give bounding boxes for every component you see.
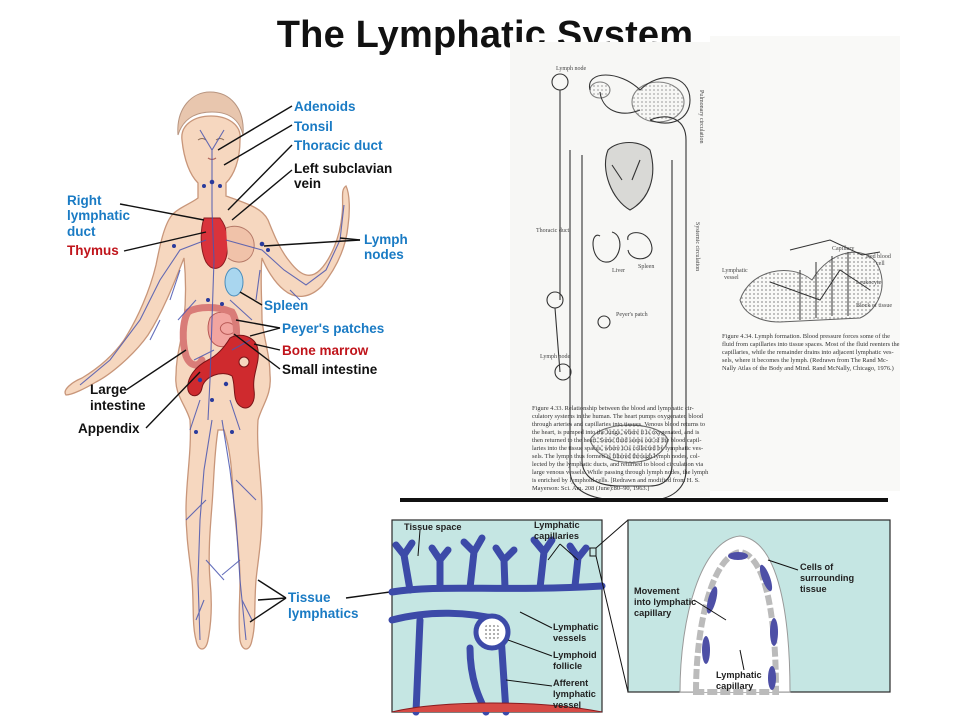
label-small-intestine: Small intestine: [282, 362, 378, 377]
tissue-lymphatics-diagram: Tissue space Lymphatic capillaries Lymph…: [388, 519, 606, 716]
label-right-lymphatic-2: lymphatic: [67, 208, 131, 223]
lymph-formation-diagram: [739, 239, 883, 323]
fig433-lymph-node-bottom: Lymph node: [540, 354, 571, 360]
figure-4-33: Lymph node Pulmonary circulation Thoraci…: [510, 42, 710, 501]
fig433-caption-line: lected by the lymphatic ducts, and retur…: [532, 461, 703, 468]
label-lymphatic-capillary: capillary: [716, 681, 754, 691]
fig433-caption-line: the heart, is pumped into the lungs, whe…: [532, 429, 700, 436]
tissue-leader-lines: [417, 529, 579, 687]
fig434-caption-line: sels, where it becomes the lymph. (Redra…: [722, 357, 888, 364]
fig434-caption-line: Figure 4.34. Lymph formation. Blood pres…: [722, 333, 890, 340]
label-appendix: Appendix: [78, 421, 140, 436]
label-movement: Movement: [634, 586, 679, 596]
capillary-detail-diagram: Cells of surrounding tissue Movement int…: [627, 519, 891, 695]
fig433-caption-line: through arteries and capillaries into ti…: [532, 421, 705, 428]
fig433-thoracic-duct: Thoracic duct: [536, 228, 569, 234]
label-tissue: Tissue: [288, 590, 331, 605]
label-tissue-space: Tissue space: [404, 522, 462, 532]
label-lymphatic-capillaries-2: capillaries: [534, 531, 579, 541]
label-adenoids: Adenoids: [294, 99, 356, 114]
label-lymphatic-vessels-2: vessels: [553, 633, 586, 643]
fig434-lymphatic: Lymphatic: [722, 268, 748, 274]
label-large-intestine: intestine: [90, 398, 146, 413]
spleen: [224, 267, 244, 297]
label-right-lymphatic: Right: [67, 193, 102, 208]
fig433-caption-line: culatory systems in the human. The heart…: [532, 413, 704, 420]
fig434-leukocyte: Leukocyte: [856, 280, 882, 286]
lymph-nodes: [172, 179, 270, 434]
label-lymphoid-follicle-2: follicle: [553, 661, 582, 671]
label-thoracic-duct: Thoracic duct: [294, 138, 383, 153]
label-afferent-3: vessel: [553, 700, 581, 710]
label-right-lymphatic-duct: duct: [67, 224, 96, 239]
fig433-spleen: Spleen: [638, 264, 654, 270]
label-thymus: Thymus: [67, 243, 119, 258]
label-capillary: capillary: [634, 608, 672, 618]
fig434-caption-line: fluid from capillaries into tissue space…: [722, 341, 900, 348]
label-lymphoid-follicle: Lymphoid: [553, 650, 597, 660]
fig433-liver: Liver: [612, 268, 625, 274]
circulation-diagram: [546, 73, 691, 501]
lymphatic-capillary-branches: [388, 534, 606, 716]
figure-4-34-caption: Figure 4.34. Lymph formation. Blood pres…: [722, 333, 900, 372]
label-cells-of: Cells of: [800, 562, 834, 572]
figure-4-34: Capillary Red blood cell Lymphatic vesse…: [710, 36, 900, 491]
capillary-leader-lines: [693, 559, 799, 671]
fig434-block-of-tissue: Block of tissue: [856, 302, 892, 309]
fig433-lymph-node-top: Lymph node: [556, 66, 587, 72]
figure-4-33-background: [510, 42, 710, 497]
label-surrounding: surrounding: [800, 573, 854, 583]
label-peyers-patches: Peyer's patches: [282, 321, 384, 336]
human-body-illustration: [64, 91, 350, 650]
label-left-subclavian: Left subclavian: [294, 161, 392, 176]
label-lymphatic-capillaries: Lymphatic: [534, 520, 580, 530]
fig434-caption-line: Nally Atlas of the Body and Mind. Rand M…: [722, 365, 894, 372]
fig433-caption-line: is enriched by lymphoid cells. [Redrawn …: [532, 477, 700, 484]
zoom-connector: [589, 519, 629, 693]
label-large: Large: [90, 382, 127, 397]
figure-4-33-caption: Figure 4.33. Relationship between the bl…: [532, 405, 709, 492]
endothelial-cells: [702, 552, 778, 690]
label-tissue: tissue: [800, 584, 827, 594]
body-leader-lines: [119, 105, 391, 623]
fig434-cell: cell: [876, 261, 885, 267]
label-into-lymphatic: into lymphatic: [634, 597, 696, 607]
fig433-caption-line: laries into the tissue spaces, where it …: [532, 445, 703, 452]
label-bone-marrow: Bone marrow: [282, 343, 369, 358]
label-left-subclavian-vein: vein: [294, 176, 321, 191]
fig433-caption-line: Mayerson: Sci. Am. 208 (June):80–90, 196…: [532, 485, 649, 492]
label-lymphatic: Lymphatic: [716, 670, 762, 680]
label-tissue-lymphatics: lymphatics: [288, 606, 359, 621]
fig433-caption-line: sels. The lymph thus formed is filtered …: [532, 453, 700, 460]
fig434-capillary: Capillary: [832, 246, 854, 252]
fig434-red-blood: Red blood: [866, 254, 891, 260]
fig433-pulmonary: Pulmonary circulation: [698, 90, 704, 144]
bone-marrow: [187, 334, 259, 409]
label-spleen: Spleen: [264, 298, 308, 313]
fig434-vessel: vessel: [724, 275, 739, 281]
label-tonsil: Tonsil: [294, 119, 333, 134]
label-afferent-2: lymphatic: [553, 689, 596, 699]
thymus: [200, 217, 229, 269]
fig433-caption-line: Figure 4.33. Relationship between the bl…: [532, 405, 694, 412]
fig433-peyers: Peyer's patch: [616, 312, 648, 318]
label-lymph-nodes: nodes: [364, 247, 404, 262]
label-afferent: Afferent: [553, 678, 588, 688]
lymphatic-vessel-network: [79, 129, 345, 641]
fig433-caption-line: then returned to the heart. Some fluid s…: [532, 437, 701, 444]
label-lymphatic-vessels: Lymphatic: [553, 622, 599, 632]
fig433-systemic: Systemic circulation: [694, 222, 700, 271]
label-lymph: Lymph: [364, 232, 408, 247]
fig433-caption-line: large venous vessels. While passing thro…: [532, 469, 709, 476]
fig434-caption-line: capillaries, while the remainder drains …: [722, 349, 894, 356]
